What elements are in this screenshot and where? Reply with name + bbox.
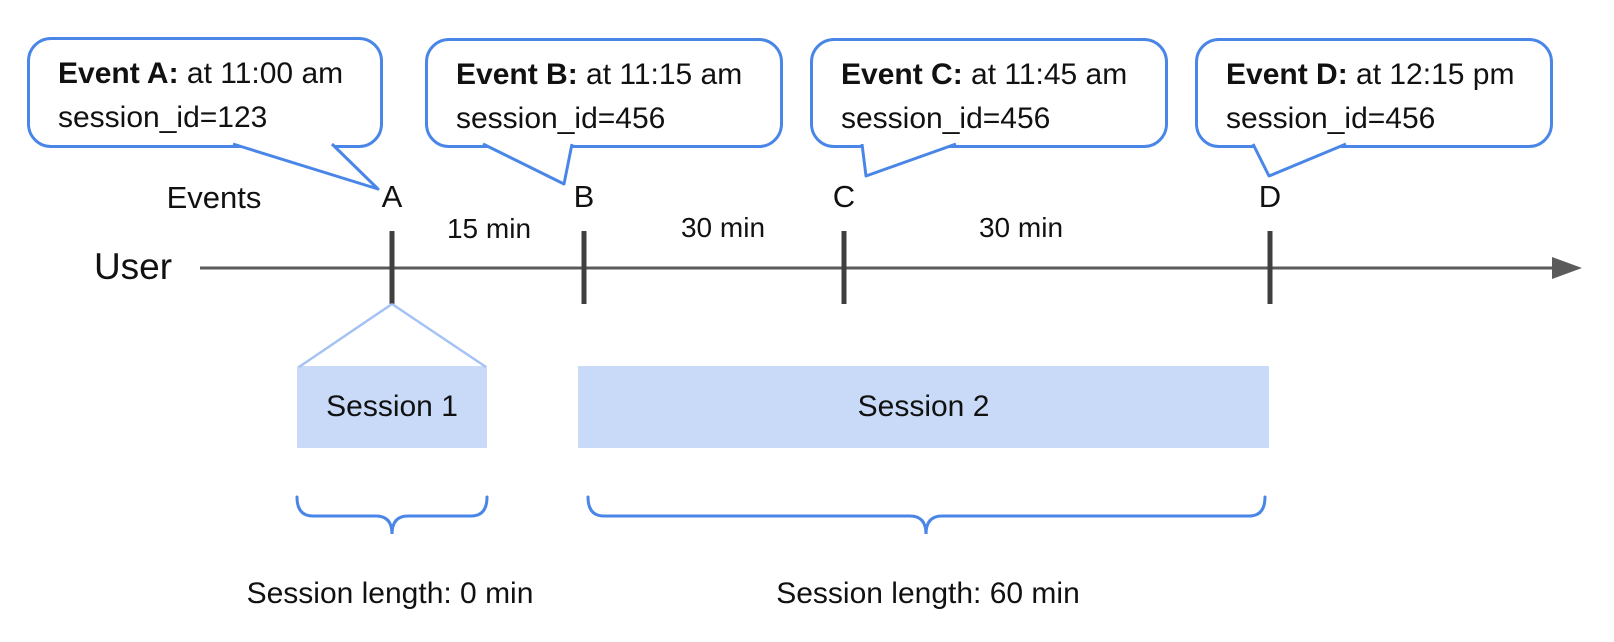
event-d-bubble-session-id: session_id=456 <box>1226 102 1436 135</box>
session-2-box: Session 2 <box>578 366 1269 448</box>
session-1-funnel-right-line <box>391 302 487 369</box>
event-b-bubble-session-id: session_id=456 <box>456 102 666 135</box>
event-c-bubble-line1: Event C: at 11:45 am <box>841 53 1155 97</box>
event-a-bubble-time: at 11:00 am <box>178 57 344 90</box>
event-b-bubble-line1: Event B: at 11:15 am <box>456 53 770 97</box>
timeline-arrowhead-icon <box>1552 257 1582 279</box>
event-c-bubble-tail <box>860 142 957 178</box>
interval-a-b-label: 15 min <box>446 213 532 244</box>
event-d-letter: D <box>1258 179 1282 214</box>
events-label: Events <box>166 180 262 215</box>
session-2-length-label: Session length: 60 min <box>776 577 1080 610</box>
event-a-bubble-session-id: session_id=123 <box>58 101 268 134</box>
session-1-brace <box>295 495 489 535</box>
session-1-box-label: Session 1 <box>326 390 458 423</box>
event-a-bubble: Event A: at 11:00 am session_id=123 <box>27 37 383 148</box>
interval-c-d-label: 30 min <box>978 212 1064 243</box>
event-b-letter: B <box>573 179 595 214</box>
event-a-bubble-label: Event A: <box>58 57 179 90</box>
session-2-brace <box>586 495 1267 535</box>
event-c-bubble-time: at 11:45 am <box>962 58 1128 91</box>
interval-b-c-label: 30 min <box>680 212 766 243</box>
session-1-funnel-left-line <box>298 302 393 369</box>
session-1-box: Session 1 <box>297 366 487 448</box>
event-c-letter: C <box>832 179 856 214</box>
event-c-bubble-label: Event C: <box>841 58 963 91</box>
event-a-letter: A <box>381 179 403 214</box>
session-2-box-label: Session 2 <box>857 390 990 423</box>
event-a-bubble-line1: Event A: at 11:00 am <box>58 52 370 96</box>
session-1-length-label: Session length: 0 min <box>246 577 534 610</box>
event-b-bubble-time: at 11:15 am <box>577 58 743 91</box>
event-d-bubble-tail <box>1251 142 1347 178</box>
event-b-bubble-label: Event B: <box>456 58 578 91</box>
event-d-bubble-line1: Event D: at 12:15 pm <box>1226 53 1540 97</box>
event-d-bubble-label: Event D: <box>1226 58 1348 91</box>
event-c-bubble: Event C: at 11:45 am session_id=456 <box>810 38 1168 148</box>
event-c-bubble-session-id: session_id=456 <box>841 102 1051 135</box>
event-b-bubble-tail <box>482 142 574 186</box>
user-label: User <box>93 246 173 287</box>
event-b-bubble: Event B: at 11:15 am session_id=456 <box>425 38 783 148</box>
event-d-bubble-time: at 12:15 pm <box>1347 58 1515 91</box>
event-d-bubble: Event D: at 12:15 pm session_id=456 <box>1195 38 1553 148</box>
